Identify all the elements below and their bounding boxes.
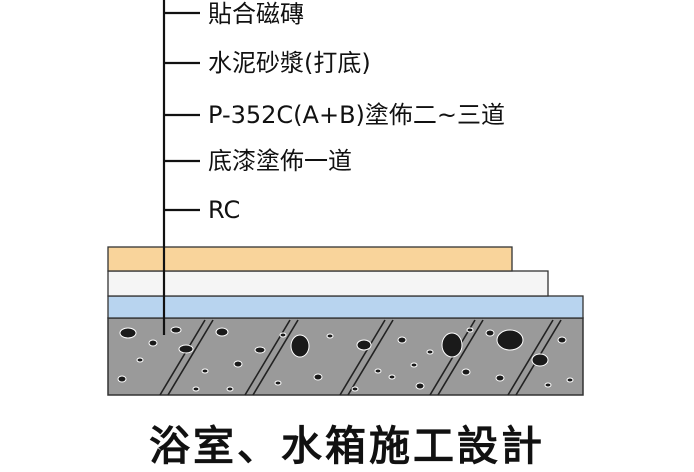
aggregate-stone <box>215 327 229 337</box>
aggregate-stone <box>356 339 372 351</box>
diagram-caption: 浴室、水箱施工設計 <box>149 422 545 470</box>
aggregate-stone <box>461 368 471 376</box>
aggregate-stone <box>170 326 182 334</box>
aggregate-stone <box>410 362 418 368</box>
aggregate-stone <box>226 386 234 392</box>
aggregate-stone <box>496 329 524 351</box>
label-tile: 貼合磁磚 <box>208 0 304 28</box>
label-primer: 底漆塗佈一道 <box>208 147 352 175</box>
aggregate-stone <box>466 327 474 333</box>
aggregate-stone <box>148 339 158 347</box>
aggregate-stone <box>254 346 266 354</box>
aggregate-stone <box>351 386 359 392</box>
concrete-aggregate <box>117 326 574 392</box>
label-mortar: 水泥砂漿(打底) <box>208 49 371 77</box>
aggregate-stone <box>201 368 209 374</box>
aggregate-stone <box>441 332 463 358</box>
aggregate-stone <box>313 373 323 381</box>
aggregate-stone <box>117 375 127 383</box>
aggregate-stone <box>531 353 549 367</box>
tile-layer <box>107 246 513 272</box>
p352c-coating-layer <box>107 295 584 319</box>
aggregate-stone <box>485 329 495 337</box>
aggregate-stone <box>388 374 396 380</box>
leader-lines <box>162 0 200 335</box>
mortar-layer <box>107 270 549 297</box>
aggregate-stone <box>274 380 282 386</box>
aggregate-stone <box>178 344 194 354</box>
concrete-hatch-lines <box>159 319 562 396</box>
aggregate-stone <box>495 374 505 382</box>
aggregate-stone <box>233 360 243 368</box>
aggregate-stone <box>136 357 144 363</box>
aggregate-stone <box>374 368 382 374</box>
aggregate-stone <box>544 382 552 388</box>
label-p352c: P-352C(A+B)塗佈二~三道 <box>208 101 505 129</box>
label-rc: RC <box>208 196 241 224</box>
aggregate-stone <box>415 382 425 390</box>
aggregate-stone <box>326 333 334 339</box>
aggregate-stone <box>566 377 574 383</box>
aggregate-stone <box>279 332 287 338</box>
aggregate-stone <box>397 336 407 344</box>
aggregate-stone <box>426 349 434 355</box>
aggregate-stone <box>119 327 137 339</box>
aggregate-stone <box>557 336 567 344</box>
aggregate-stone <box>290 334 310 358</box>
aggregate-stone <box>192 386 200 392</box>
